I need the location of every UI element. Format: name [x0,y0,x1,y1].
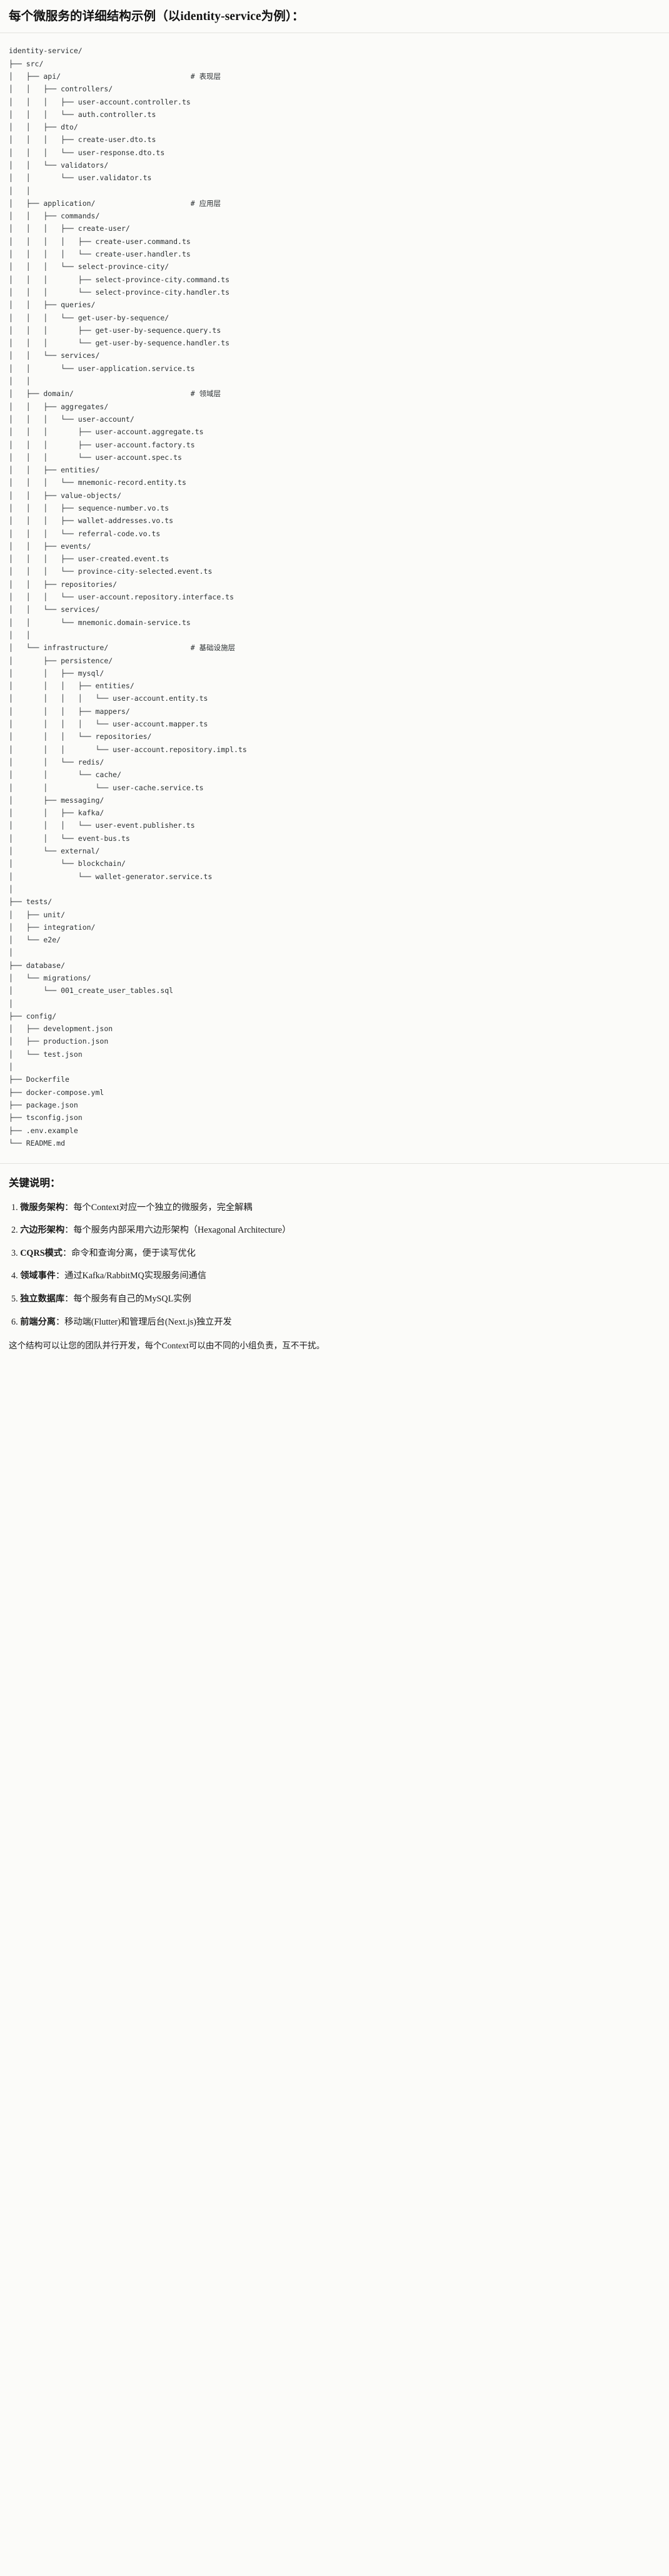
page-title: 每个微服务的详细结构示例（以identity-service为例）： [9,10,304,23]
key-note-description: ：每个服务有自己的MySQL实例 [64,1293,191,1304]
key-note-term: CQRS模式 [20,1248,63,1258]
key-note-item: 4. 领域事件：通过Kafka/RabbitMQ实现服务间通信 [10,1270,660,1283]
key-notes-list: 1. 微服务架构：每个Context对应一个独立的微服务，完全解耦 2. 六边形架… [9,1201,660,1329]
directory-tree-block: identity-service/ ├── src/ │ ├── api/ # … [0,33,669,1164]
key-note-item: 2. 六边形架构：每个服务内部采用六边形架构（Hexagonal Archite… [10,1224,660,1237]
key-note-term: 独立数据库 [20,1293,65,1304]
key-note-item: 1. 微服务架构：每个Context对应一个独立的微服务，完全解耦 [10,1201,660,1214]
directory-tree: identity-service/ ├── src/ │ ├── api/ # … [9,46,247,1148]
key-note-index: 5. [11,1293,21,1304]
key-notes-section: 关键说明： 1. 微服务架构：每个Context对应一个独立的微服务，完全解耦 2… [0,1164,669,1364]
key-note-item: 6. 前端分离：移动端(Flutter)和管理后台(Next.js)独立开发 [10,1316,660,1329]
key-note-item: 5. 独立数据库：每个服务有自己的MySQL实例 [10,1293,660,1306]
key-note-term: 领域事件 [20,1271,56,1281]
key-note-description: ：通过Kafka/RabbitMQ实现服务间通信 [55,1271,207,1281]
key-note-description: ：每个Context对应一个独立的微服务，完全解耦 [64,1202,253,1213]
key-notes-heading: 关键说明： [9,1177,61,1189]
closing-paragraph: 这个结构可以让您的团队并行开发，每个Context可以由不同的小组负责，互不干扰… [9,1341,325,1351]
document-page: 每个微服务的详细结构示例（以identity-service为例）： ident… [0,0,669,1364]
key-note-description: ：每个服务内部采用六边形架构（Hexagonal Architecture） [64,1225,291,1236]
key-note-item: 3. CQRS模式：命令和查询分离，便于读写优化 [10,1247,660,1260]
key-note-term: 六边形架构 [20,1225,65,1236]
key-note-term: 前端分离 [20,1316,56,1327]
key-note-description: ：移动端(Flutter)和管理后台(Next.js)独立开发 [55,1316,232,1327]
key-note-index: 4. [11,1271,21,1281]
key-note-index: 3. [11,1248,21,1258]
key-note-index: 2. [11,1225,21,1236]
key-note-term: 微服务架构 [20,1202,65,1213]
key-note-description: ：命令和查询分离，便于读写优化 [62,1248,196,1258]
key-note-index: 1. [11,1202,21,1213]
document-header: 每个微服务的详细结构示例（以identity-service为例）： [0,0,669,34]
key-note-index: 6. [11,1316,21,1327]
